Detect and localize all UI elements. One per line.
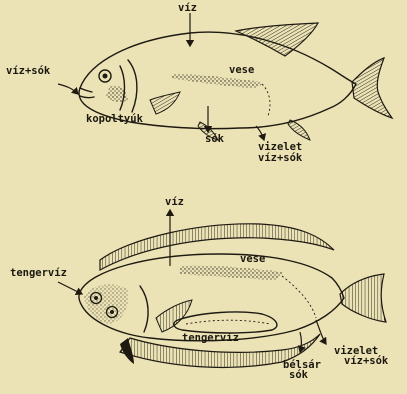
fw-label-kidney: vese bbox=[229, 64, 254, 76]
fw-label-gills: kopoltyúk bbox=[86, 113, 144, 125]
freshwater-mouth bbox=[80, 88, 94, 98]
mf-label-urine-contents: víz+sók bbox=[344, 355, 389, 367]
marine-pectoral-fin bbox=[156, 300, 192, 332]
marine-tail-fin bbox=[340, 274, 386, 322]
mf-label-kidney: vese bbox=[240, 253, 265, 265]
freshwater-tail-fin bbox=[352, 58, 392, 118]
fw-label-water-top: víz bbox=[178, 2, 197, 14]
freshwater-pectoral-fin bbox=[150, 92, 180, 114]
mf-label-gut-line2: sók bbox=[289, 369, 309, 381]
freshwater-operculum bbox=[128, 60, 137, 112]
freshwater-anal-fin bbox=[288, 120, 310, 140]
freshwater-fish: víz víz+sók vese kopoltyúk sók vizelet v… bbox=[6, 2, 392, 164]
freshwater-dorsal-fin bbox=[236, 23, 318, 56]
fw-label-water-salts-left: víz+sók bbox=[6, 65, 51, 77]
fw-label-salts-bottom: sók bbox=[205, 133, 225, 145]
mf-label-seawater-body: tengervíz bbox=[182, 332, 239, 344]
marine-gut bbox=[174, 312, 277, 333]
marine-kidney bbox=[180, 265, 282, 280]
mf-label-seawater-mouth: tengervíz bbox=[10, 267, 67, 279]
mf-label-water-top: víz bbox=[165, 196, 184, 208]
marine-fish: víz vese tengervíz tengervíz bélsár sók … bbox=[10, 196, 389, 381]
freshwater-kidney bbox=[170, 74, 262, 88]
fw-label-urine-contents: víz+sók bbox=[258, 152, 303, 164]
